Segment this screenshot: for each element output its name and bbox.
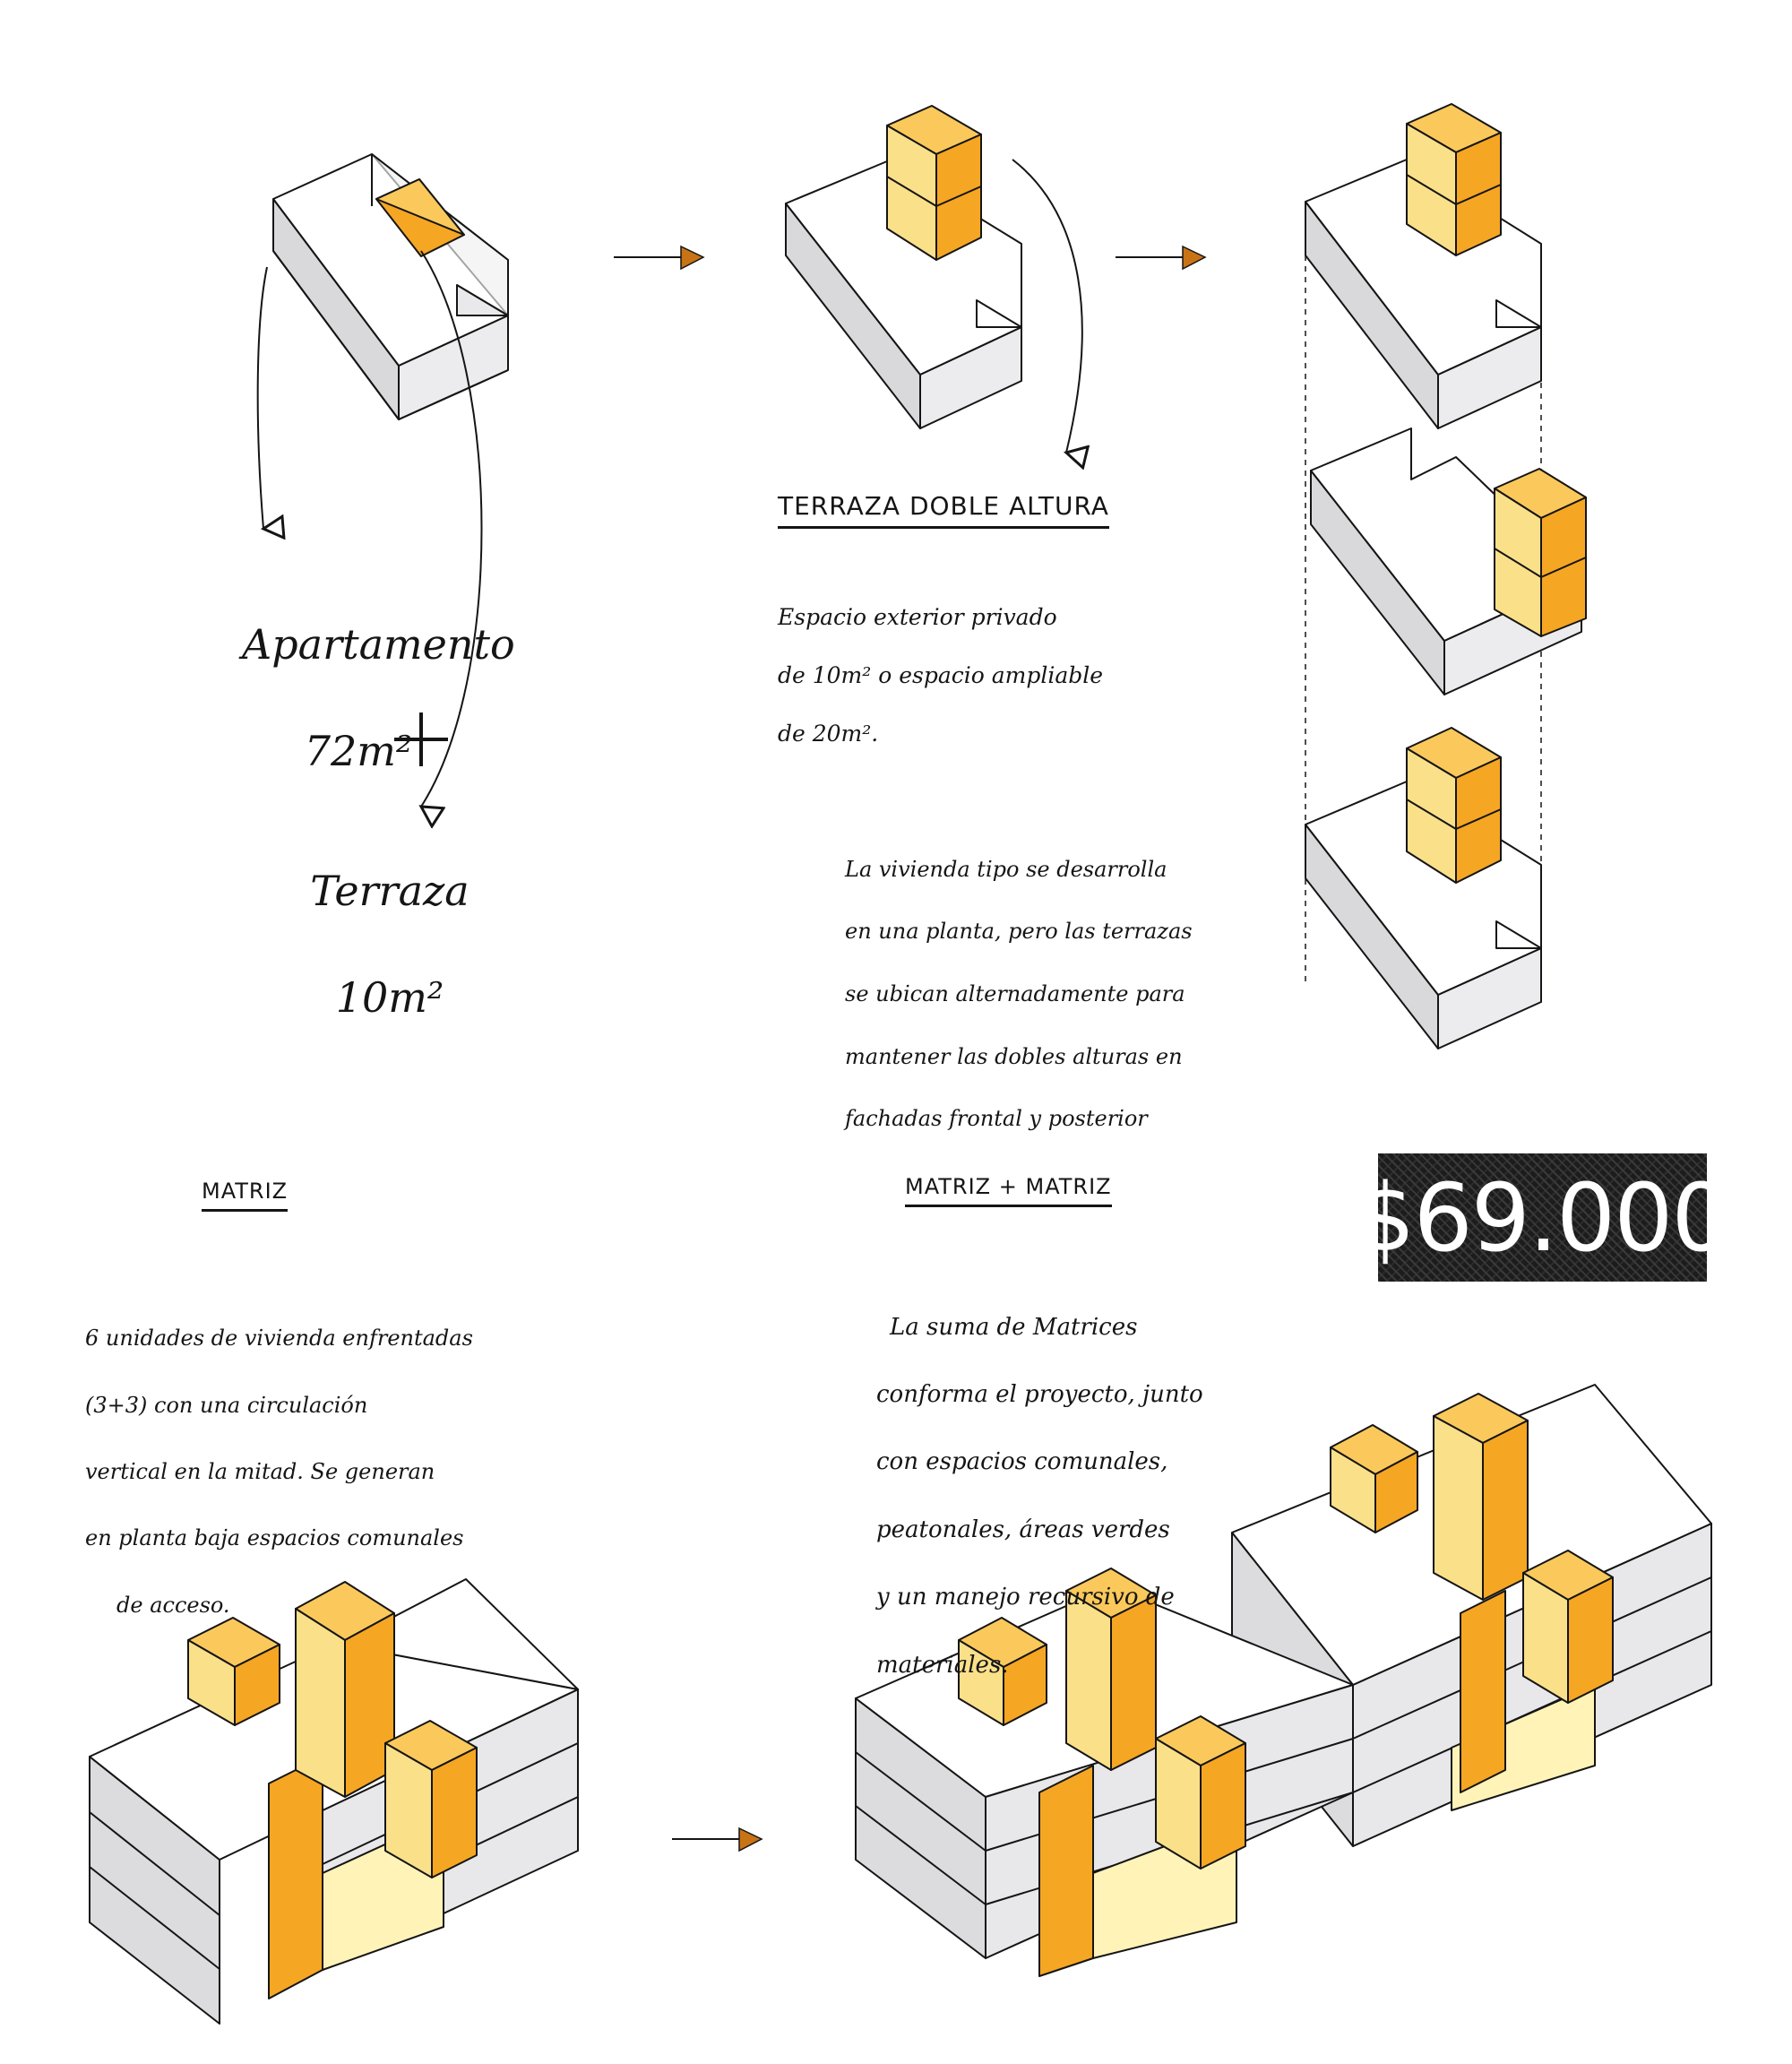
- plus-sign: [394, 712, 448, 766]
- mm-line2: conforma el proyecto, junto: [876, 1381, 1203, 1409]
- vivienda-line4: mantener las dobles alturas en: [845, 1043, 1183, 1069]
- terraza-desc-line1: Espacio exterior privado: [778, 603, 1057, 630]
- price-tag: $69.000: [1356, 1153, 1731, 1282]
- matriz-line4: en planta baja espacios comunales: [85, 1525, 464, 1551]
- arrow-to-terraza-doble: [1012, 159, 1082, 453]
- mm-line6: materiales.: [876, 1651, 1009, 1679]
- arrow-to-apartamento: [256, 266, 267, 529]
- stacked-units: [1305, 103, 1587, 1049]
- mm-line4: peatonales, áreas verdes: [876, 1516, 1170, 1543]
- process-arrow-3: [672, 1827, 763, 1852]
- terraza-desc-line2: de 10m² o espacio ampliable: [778, 661, 1104, 688]
- apartamento-label: Apartamento 72m²: [242, 565, 515, 833]
- price-value: $69.000: [1356, 1162, 1730, 1273]
- terraza-desc-line3: de 20m².: [778, 720, 879, 747]
- process-arrow-2: [1116, 245, 1207, 271]
- matriz-matriz-desc: La suma de Matrices conforma el proyecto…: [876, 1277, 1203, 1716]
- unit-diagram-2: [785, 105, 1082, 453]
- mm-line3: con espacios comunales,: [876, 1448, 1168, 1476]
- vivienda-line5: fachadas frontal y posterior: [845, 1106, 1148, 1132]
- matriz-matriz-title: MATRIZ + MATRIZ: [905, 1174, 1112, 1207]
- terraza-doble-desc: Espacio exterior privado de 10m² o espac…: [778, 574, 1103, 778]
- apartamento-label-line2: 72m²: [304, 727, 413, 776]
- unit-diagram-1: [256, 153, 509, 807]
- mm-line1: La suma de Matrices: [890, 1313, 1138, 1341]
- matriz-block: [89, 1578, 579, 2025]
- matriz-title: MATRIZ: [202, 1179, 289, 1212]
- terraza-label-line1: Terraza: [310, 866, 470, 915]
- terraza-label-line2: 10m²: [335, 973, 444, 1023]
- matriz-line2: (3+3) con una circulación: [85, 1392, 368, 1418]
- matriz-line3: vertical en la mitad. Se generan: [85, 1458, 435, 1484]
- vivienda-line2: en una planta, pero las terrazas: [845, 919, 1193, 945]
- mm-line5: y un manejo recursivo de: [876, 1584, 1175, 1611]
- process-arrow-1: [614, 245, 705, 271]
- terraza-doble-title: TERRAZA DOBLE ALTURA: [778, 491, 1109, 529]
- matriz-matriz-block: [855, 1384, 1712, 1977]
- arrow-to-terraza: [421, 250, 483, 807]
- terraza-label: Terraza 10m²: [296, 811, 484, 1079]
- vivienda-desc: La vivienda tipo se desarrolla en una pl…: [845, 823, 1193, 1166]
- matriz-desc: 6 unidades de vivienda enfrentadas (3+3)…: [85, 1289, 473, 1655]
- matriz-line1: 6 unidades de vivienda enfrentadas: [85, 1326, 473, 1352]
- apartamento-label-line1: Apartamento: [242, 619, 515, 669]
- vivienda-line1: La vivienda tipo se desarrolla: [845, 856, 1167, 882]
- matriz-line5: de acceso.: [116, 1592, 230, 1618]
- vivienda-line3: se ubican alternadamente para: [845, 980, 1185, 1006]
